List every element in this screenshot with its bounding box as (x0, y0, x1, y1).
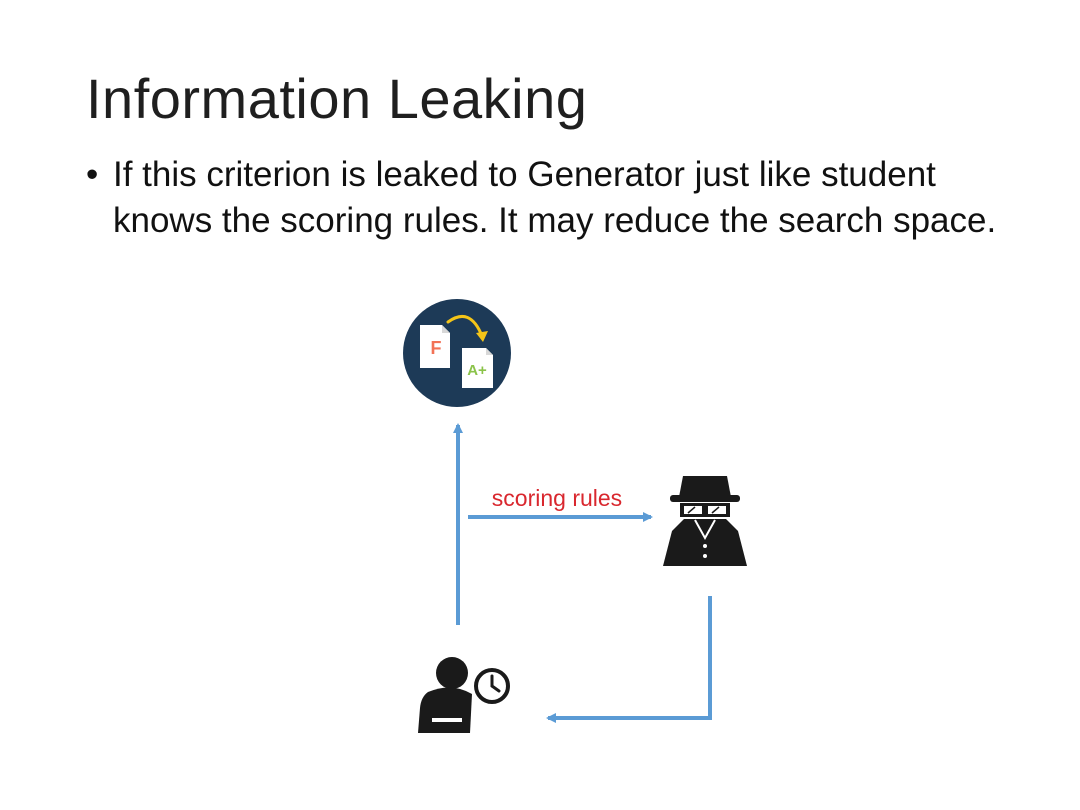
slide-title: Information Leaking (86, 67, 588, 130)
bullet-marker: • (86, 155, 99, 194)
grade-a-plus-letter: A+ (467, 362, 487, 379)
student-clock-icon (418, 657, 510, 733)
spy-icon (663, 476, 747, 566)
grade-f-to-a-plus-icon: F A+ (403, 299, 511, 407)
bullet-text: If this criterion is leaked to Generator… (113, 155, 997, 240)
arrow-return (546, 596, 712, 723)
bullet-item: • If this criterion is leaked to Generat… (86, 152, 1006, 244)
grade-f-letter: F (431, 338, 442, 358)
edge-label-scoring-rules: scoring rules (492, 485, 622, 511)
